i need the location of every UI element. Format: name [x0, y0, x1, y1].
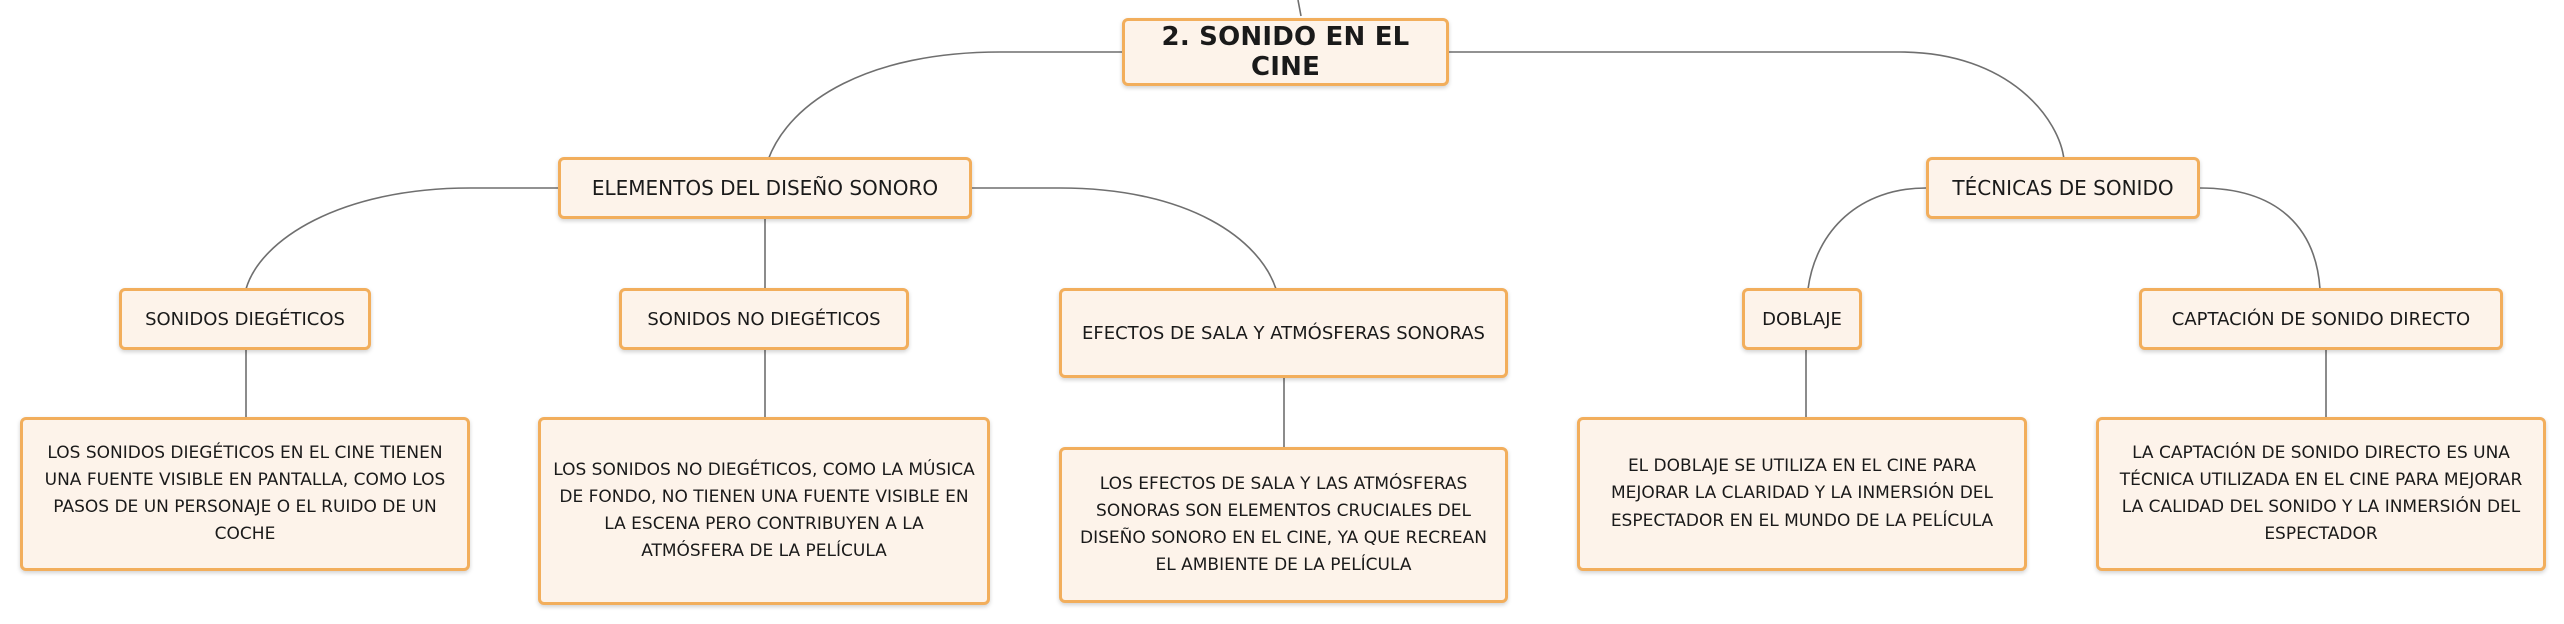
detail-node-doblaje[interactable]: EL DOBLAJE SE UTILIZA EN EL CINE PARA ME… — [1577, 417, 2027, 571]
topic-node-label: EFECTOS DE SALA Y ATMÓSFERAS SONORAS — [1082, 322, 1485, 344]
detail-node-diegeticos[interactable]: LOS SONIDOS DIEGÉTICOS EN EL CINE TIENEN… — [20, 417, 470, 571]
topic-node-doblaje[interactable]: DOBLAJE — [1742, 288, 1862, 350]
detail-node-efectos[interactable]: LOS EFECTOS DE SALA Y LAS ATMÓSFERAS SON… — [1059, 447, 1508, 603]
connector-elementos-to-efectos — [972, 187, 1277, 290]
root-node[interactable]: 2. SONIDO EN EL CINE — [1122, 18, 1449, 86]
topic-node-label: SONIDOS DIEGÉTICOS — [145, 308, 345, 330]
connector-tecnicas-to-doblaje — [1807, 187, 1927, 290]
branch-node-tecnicas[interactable]: TÉCNICAS DE SONIDO — [1926, 157, 2200, 219]
connector-root-incoming — [1297, 0, 1302, 17]
topic-node-captacion[interactable]: CAPTACIÓN DE SONIDO DIRECTO — [2139, 288, 2503, 350]
topic-node-label: CAPTACIÓN DE SONIDO DIRECTO — [2171, 308, 2471, 330]
connector-root-to-elementos — [767, 51, 1122, 161]
root-node-label: 2. SONIDO EN EL CINE — [1161, 22, 1410, 82]
detail-node-no-diegeticos[interactable]: LOS SONIDOS NO DIEGÉTICOS, COMO LA MÚSIC… — [538, 417, 990, 605]
detail-node-text: LA CAPTACIÓN DE SONIDO DIRECTO ES UNA TÉ… — [2119, 442, 2523, 545]
connector-elementos-to-diegeticos — [245, 187, 558, 290]
detail-node-text: LOS SONIDOS NO DIEGÉTICOS, COMO LA MÚSIC… — [553, 459, 975, 562]
branch-node-elementos[interactable]: ELEMENTOS DEL DISEÑO SONORO — [558, 157, 972, 219]
topic-node-label: SONIDOS NO DIEGÉTICOS — [647, 308, 881, 330]
branch-node-label: TÉCNICAS DE SONIDO — [1952, 176, 2174, 200]
detail-node-text: LOS EFECTOS DE SALA Y LAS ATMÓSFERAS SON… — [1079, 473, 1488, 576]
detail-node-captacion[interactable]: LA CAPTACIÓN DE SONIDO DIRECTO ES UNA TÉ… — [2096, 417, 2546, 571]
topic-node-diegeticos[interactable]: SONIDOS DIEGÉTICOS — [119, 288, 371, 350]
topic-node-no-diegeticos[interactable]: SONIDOS NO DIEGÉTICOS — [619, 288, 909, 350]
topic-node-label: DOBLAJE — [1762, 308, 1842, 330]
connector-root-to-tecnicas — [1449, 51, 2065, 161]
detail-node-text: LOS SONIDOS DIEGÉTICOS EN EL CINE TIENEN… — [44, 442, 446, 545]
connector-tecnicas-to-captacion — [2199, 187, 2321, 290]
topic-node-efectos[interactable]: EFECTOS DE SALA Y ATMÓSFERAS SONORAS — [1059, 288, 1508, 378]
branch-node-label: ELEMENTOS DEL DISEÑO SONORO — [591, 176, 939, 200]
detail-node-text: EL DOBLAJE SE UTILIZA EN EL CINE PARA ME… — [1610, 456, 1994, 531]
